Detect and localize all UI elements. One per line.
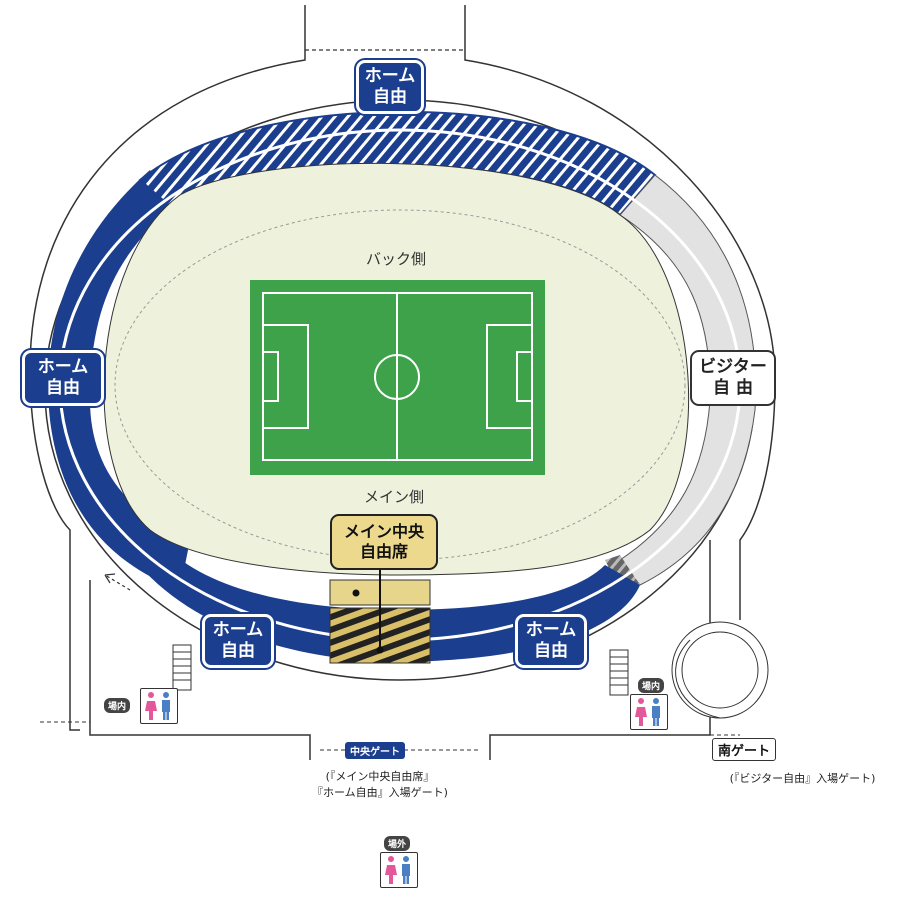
label-main-center-line1: メイン中央 — [343, 522, 424, 541]
label-home-bottom-left-line2: 自由 — [221, 641, 255, 661]
south-gate-label[interactable]: 南ゲート — [712, 738, 777, 761]
arrow-dashed-icon — [104, 574, 131, 591]
restroom-outside-label: 場外 — [384, 836, 411, 851]
restroom-icon — [630, 694, 668, 730]
label-home-top[interactable]: ホーム 自由 — [356, 60, 424, 114]
home-stand-left — [48, 170, 191, 590]
label-home-left[interactable]: ホーム 自由 — [22, 350, 104, 406]
label-visitor-right[interactable]: ビジター 自 由 — [690, 350, 776, 406]
central-gate-note-line2: 『ホーム自由』入場ゲート) — [312, 786, 448, 799]
label-home-top-line1: ホーム — [364, 65, 416, 86]
label-home-left-line2: 自由 — [46, 378, 80, 398]
central-gate-note: (『メイン中央自由席』 『ホーム自由』入場ゲート) — [300, 768, 460, 800]
restroom-inside-label-left: 場内 — [104, 698, 131, 713]
label-home-bottom-right[interactable]: ホーム 自由 — [515, 614, 587, 668]
label-home-bottom-left-line1: ホーム — [212, 619, 264, 640]
restroom-inside-label-right: 場内 — [638, 678, 665, 693]
south-gate-note: (『ビジター自由』入場ゲート) — [729, 772, 876, 785]
label-main-center[interactable]: メイン中央 自由席 — [330, 514, 438, 570]
soccer-pitch — [250, 280, 545, 475]
stairs-icon-left — [172, 644, 192, 691]
label-visitor-line1: ビジター — [699, 356, 767, 377]
central-gate-label[interactable]: 中央ゲート — [345, 742, 405, 759]
central-gate-note-line1: (『メイン中央自由席』 — [325, 770, 435, 783]
label-home-bottom-right-line2: 自由 — [534, 641, 568, 661]
label-main-center-line2: 自由席 — [359, 542, 408, 561]
label-home-bottom-left[interactable]: ホーム 自由 — [202, 614, 274, 668]
restroom-icon — [380, 852, 418, 888]
label-home-top-line2: 自由 — [373, 87, 407, 107]
label-visitor-line2: 自 由 — [713, 378, 753, 398]
stairs-icon-right — [609, 649, 629, 696]
back-side-label: バック側 — [366, 250, 427, 268]
outer-building-outline — [29, 5, 776, 731]
label-home-left-line1: ホーム — [37, 356, 89, 377]
ramp-structure — [671, 621, 769, 719]
main-side-label: メイン側 — [364, 488, 425, 506]
restroom-icon — [140, 688, 178, 724]
label-home-bottom-right-line1: ホーム — [525, 619, 577, 640]
